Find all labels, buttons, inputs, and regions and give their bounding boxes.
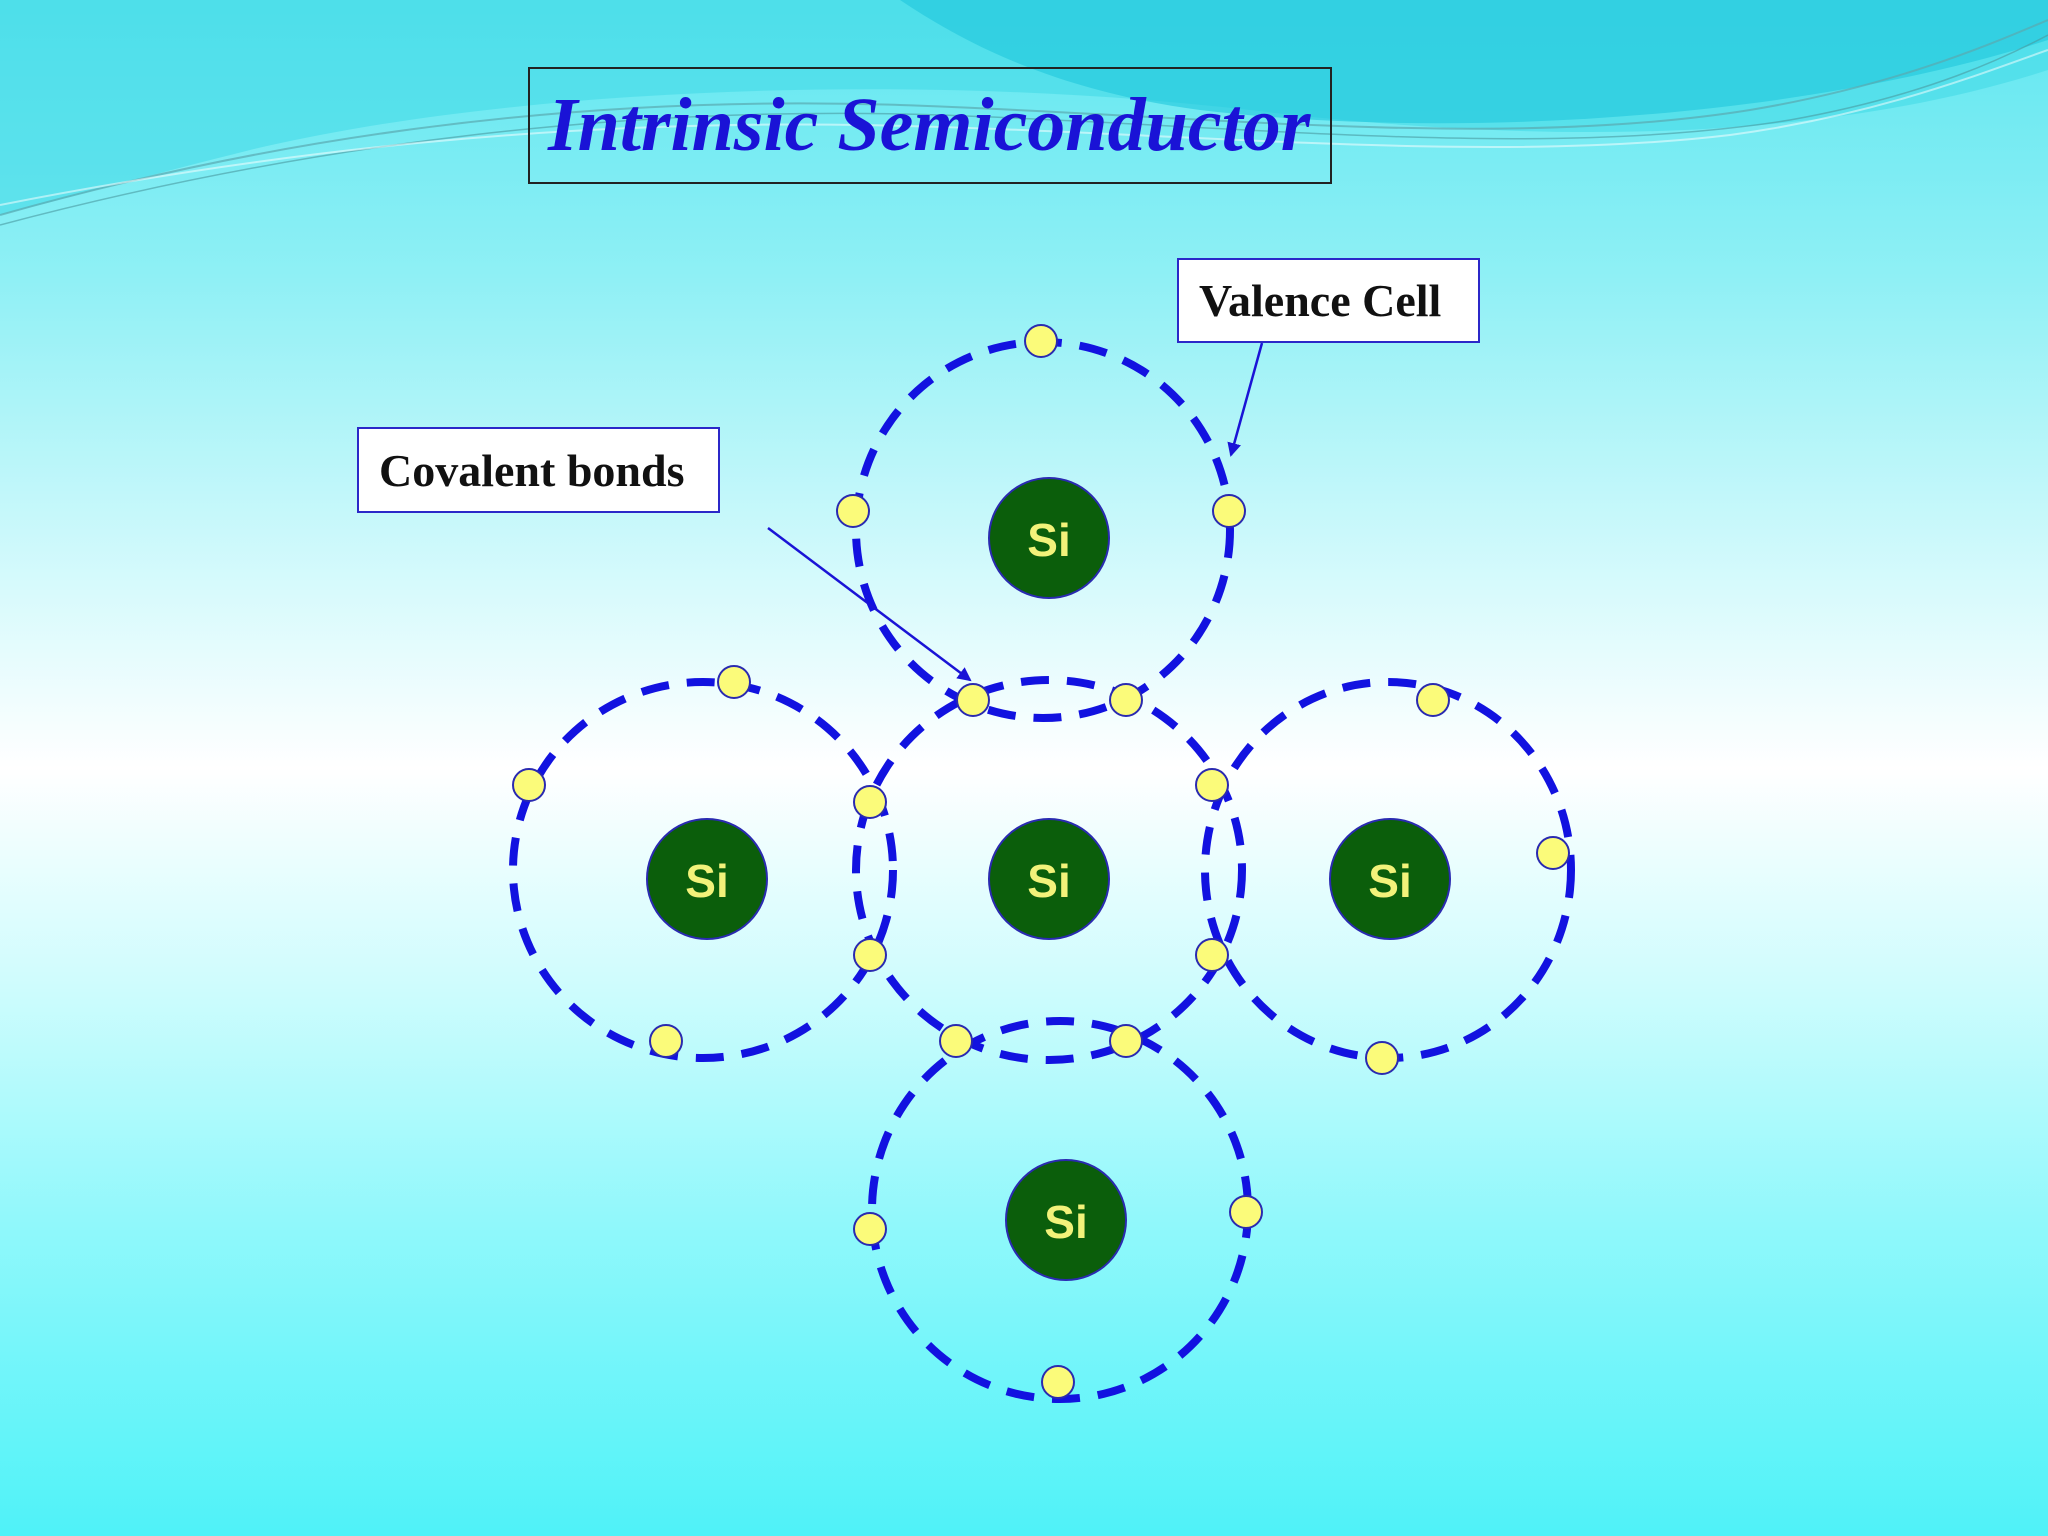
electron xyxy=(939,1024,973,1058)
covalent-bonds-label: Covalent bonds xyxy=(379,444,685,496)
electron xyxy=(1365,1041,1399,1075)
electron xyxy=(512,768,546,802)
header-wave-decoration xyxy=(0,0,2048,226)
electron xyxy=(836,494,870,528)
electron xyxy=(1212,494,1246,528)
atom-label-right: Si xyxy=(1368,855,1411,907)
electron xyxy=(1109,1024,1143,1058)
electron xyxy=(1041,1365,1075,1399)
nucleus-left xyxy=(646,818,768,940)
electron xyxy=(1109,683,1143,717)
atom-label-top: Si xyxy=(1027,514,1070,566)
covalent-bonds-label-box: Covalent bonds xyxy=(357,427,720,513)
electron xyxy=(1195,938,1229,972)
electron xyxy=(853,785,887,819)
electrons xyxy=(512,324,1570,1399)
orbit-center xyxy=(852,676,1246,1064)
nuclei xyxy=(646,477,1451,1281)
nucleus-top xyxy=(988,477,1110,599)
atom-label-left: Si xyxy=(685,855,728,907)
valence-cell-label-box: Valence Cell xyxy=(1177,258,1480,343)
electron xyxy=(649,1024,683,1058)
electron xyxy=(853,938,887,972)
valence-cell-arrow xyxy=(1227,342,1264,457)
electron xyxy=(717,665,751,699)
electron xyxy=(1416,683,1450,717)
atom-label-bottom: Si xyxy=(1044,1196,1087,1248)
title-box: Intrinsic Semiconductor xyxy=(528,67,1332,184)
electron xyxy=(1536,836,1570,870)
nucleus-bottom xyxy=(1005,1159,1127,1281)
nucleus-center xyxy=(988,818,1110,940)
nucleus-right xyxy=(1329,818,1451,940)
electron xyxy=(1195,768,1229,802)
electron xyxy=(1024,324,1058,358)
electron xyxy=(956,683,990,717)
orbit-left xyxy=(509,678,897,1062)
valence-cell-label: Valence Cell xyxy=(1199,275,1442,326)
electron xyxy=(853,1212,887,1246)
page-title: Intrinsic Semiconductor xyxy=(548,83,1311,167)
covalent-bonds-arrow xyxy=(767,527,972,682)
atom-label-center: Si xyxy=(1027,855,1070,907)
electron xyxy=(1229,1195,1263,1229)
